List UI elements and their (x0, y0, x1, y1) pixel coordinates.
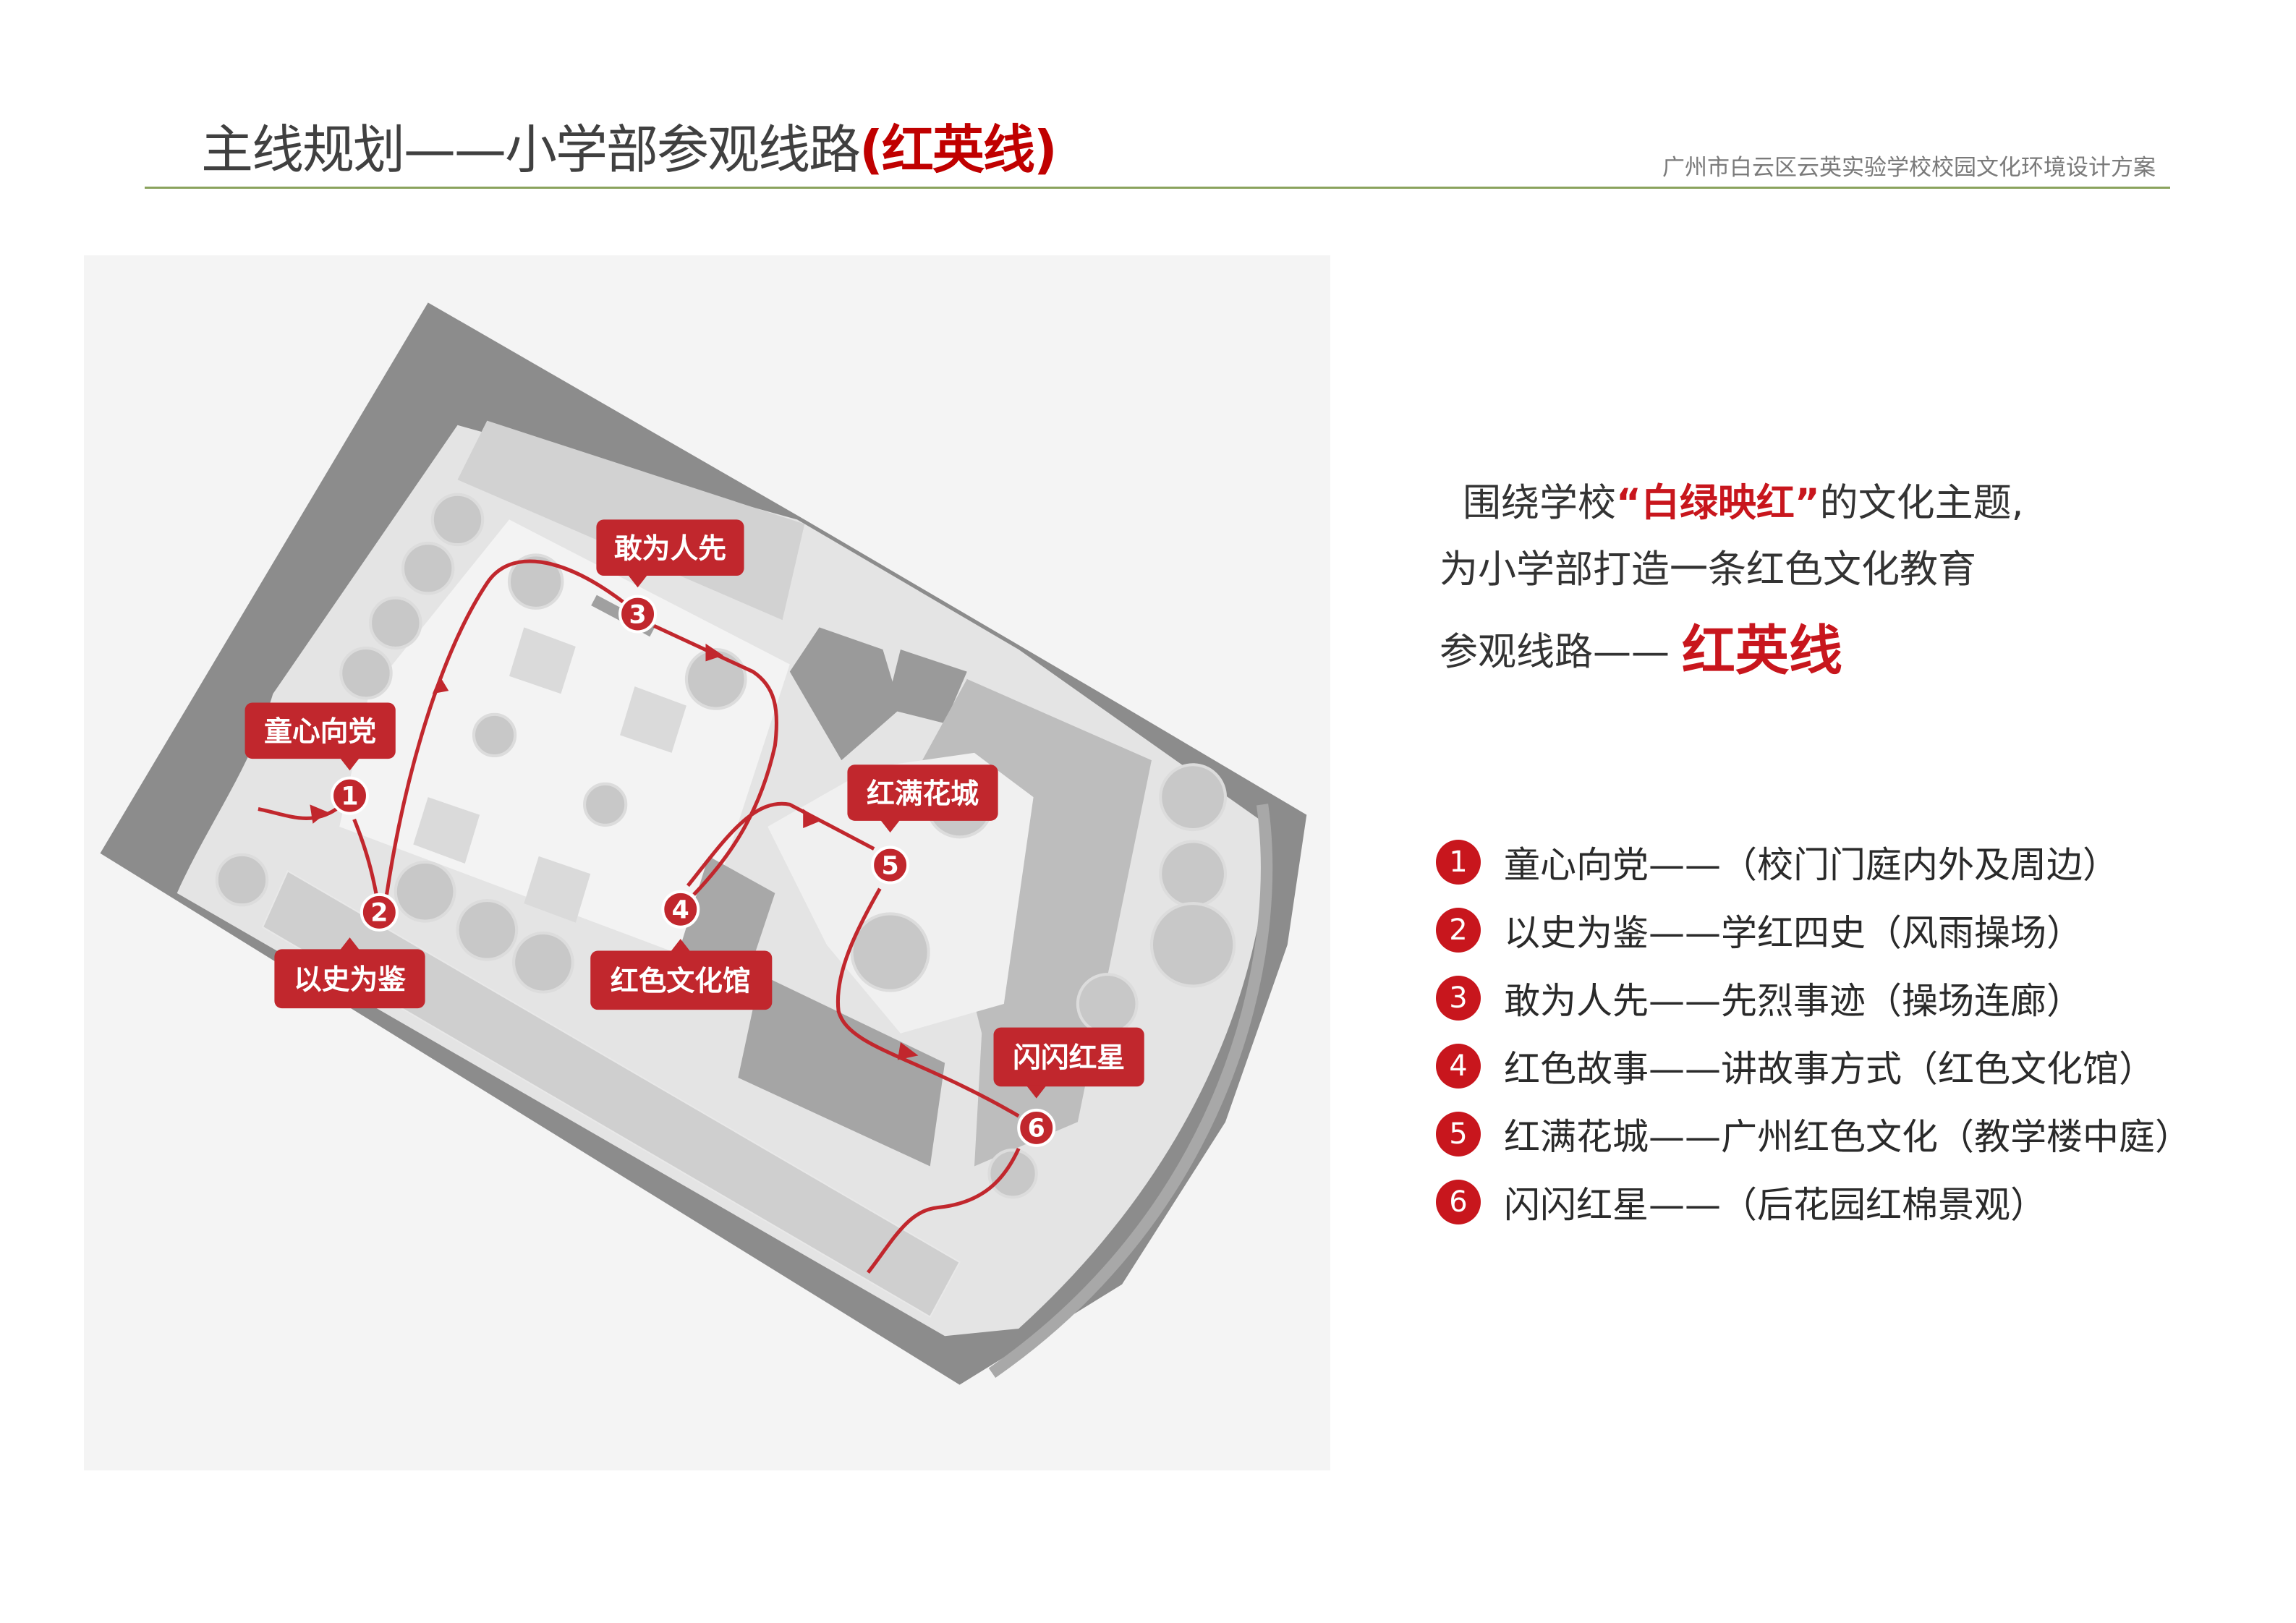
map-label-5: 红满花城 (847, 764, 998, 833)
route-stop: 4 红色故事——讲故事方式（红色文化馆） (1436, 1032, 2191, 1100)
route-stop: 5 红满花城——广州红色文化（教学楼中庭） (1436, 1100, 2191, 1168)
arrow-icon (310, 804, 328, 824)
perimeter-road (988, 804, 1273, 1378)
intro-text-part: 参观线路—— (1440, 630, 1670, 674)
stop-description: 红色故事——讲故事方式（红色文化馆） (1504, 1048, 2155, 1090)
marker-number: 5 (882, 851, 899, 880)
map-label-text: 闪闪红星 (1013, 1042, 1125, 1075)
marker-number: 6 (1028, 1115, 1045, 1143)
map-label-3: 敢为人先 (596, 519, 744, 588)
stop-number-badge: 1 (1436, 840, 1481, 885)
intro-line-2: 为小学部打造一条红色文化教育 (1440, 548, 1976, 592)
intro-text-part: 的文化主题, (1819, 481, 2024, 525)
route-stop: 6 闪闪红星——（后花园红棉景观） (1436, 1168, 2191, 1236)
map-label-text: 红色文化馆 (611, 966, 751, 998)
route-stop: 1 童心向党——（校门门庭内外及周边） (1436, 828, 2191, 896)
sports-court-4 (524, 856, 591, 923)
intro-line-1: 围绕学校“白绿映红”的文化主题, (1440, 470, 2024, 537)
route-marker-2: 2 (360, 893, 399, 932)
stop-description: 红满花城——广州红色文化（教学楼中庭） (1504, 1116, 2191, 1158)
arrow-icon (705, 643, 723, 662)
stop-number-badge: 2 (1436, 908, 1481, 953)
marker-number: 1 (341, 782, 358, 811)
trees (215, 493, 1236, 1199)
stop-description: 以史为鉴——学红四史（风雨操场） (1504, 912, 2083, 954)
arrow-icon (432, 676, 449, 694)
title-highlight: (红英线) (859, 119, 1058, 180)
map-label-4: 红色文化馆 (590, 939, 773, 1010)
arrow-icon (803, 809, 821, 829)
marker-number: 3 (629, 600, 646, 629)
route-stop-list: 1 童心向党——（校门门庭内外及周边） 2 以史为鉴——学红四史（风雨操场） 3 敢为… (1436, 828, 2191, 1236)
header-divider (145, 187, 2170, 189)
sports-court-2 (620, 686, 686, 753)
sports-court-3 (413, 797, 480, 864)
map-label-text: 以史为鉴 (294, 964, 406, 997)
map-label-1: 童心向党 (245, 702, 396, 771)
east-block (885, 649, 967, 724)
intro-text: 围绕学校“白绿映红”的文化主题, 为小学部打造一条红色文化教育 参观线路—— 红… (1440, 470, 2024, 686)
map-label-text: 敢为人先 (614, 532, 726, 565)
title-main: 主线规划——小学部参观线路 (201, 119, 861, 180)
route-name-highlight: 红英线 (1681, 620, 1842, 682)
route-stop: 3 敢为人先——先烈事迹（操场连廊） (1436, 964, 2191, 1032)
campus-route-map: 童心向党 以史为鉴 敢为人先 红色文化馆 红满花城 闪闪红星 1 2 3 4 5… (84, 255, 1330, 1470)
route-stop: 2 以史为鉴——学红四史（风雨操场） (1436, 896, 2191, 964)
stop-number-badge: 6 (1436, 1180, 1481, 1224)
route-marker-5: 5 (871, 845, 910, 885)
stop-number-badge: 5 (1436, 1112, 1481, 1156)
stop-description: 闪闪红星——（后花园红棉景观） (1504, 1184, 2046, 1226)
south-building (738, 974, 945, 1167)
route-path (258, 559, 1021, 1274)
map-svg: 童心向党 以史为鉴 敢为人先 红色文化馆 红满花城 闪闪红星 1 2 3 4 5… (100, 302, 1307, 1385)
sports-court-1 (509, 627, 576, 694)
route-marker-6: 6 (1017, 1108, 1056, 1147)
pentagon-building (789, 627, 901, 761)
route-arrows (310, 643, 919, 1060)
stop-description: 敢为人先——先烈事迹（操场连廊） (1504, 980, 2083, 1022)
theme-highlight: “白绿映红” (1616, 481, 1820, 525)
route-marker-1: 1 (330, 776, 370, 815)
intro-line-3: 参观线路—— 红英线 (1440, 618, 2024, 686)
marker-number: 2 (370, 899, 388, 928)
map-label-6: 闪闪红星 (993, 1027, 1144, 1099)
marker-number: 4 (672, 896, 689, 925)
intro-text-part: 围绕学校 (1463, 481, 1616, 525)
page-title: 主线规划——小学部参观线路(红英线) (201, 107, 1058, 183)
classroom-row (261, 869, 961, 1319)
arrow-icon (897, 1042, 919, 1060)
stop-number-badge: 4 (1436, 1044, 1481, 1089)
map-label-text: 红满花城 (867, 778, 979, 810)
route-marker-3: 3 (618, 595, 658, 634)
stop-description: 童心向党——（校门门庭内外及周边） (1504, 844, 2119, 886)
stop-number-badge: 3 (1436, 976, 1481, 1021)
map-label-2: 以史为鉴 (274, 937, 425, 1009)
project-subtitle: 广州市白云区云英实验学校校园文化环境设计方案 (1662, 155, 2156, 181)
route-marker-4: 4 (661, 890, 700, 929)
map-label-text: 童心向党 (264, 716, 376, 749)
